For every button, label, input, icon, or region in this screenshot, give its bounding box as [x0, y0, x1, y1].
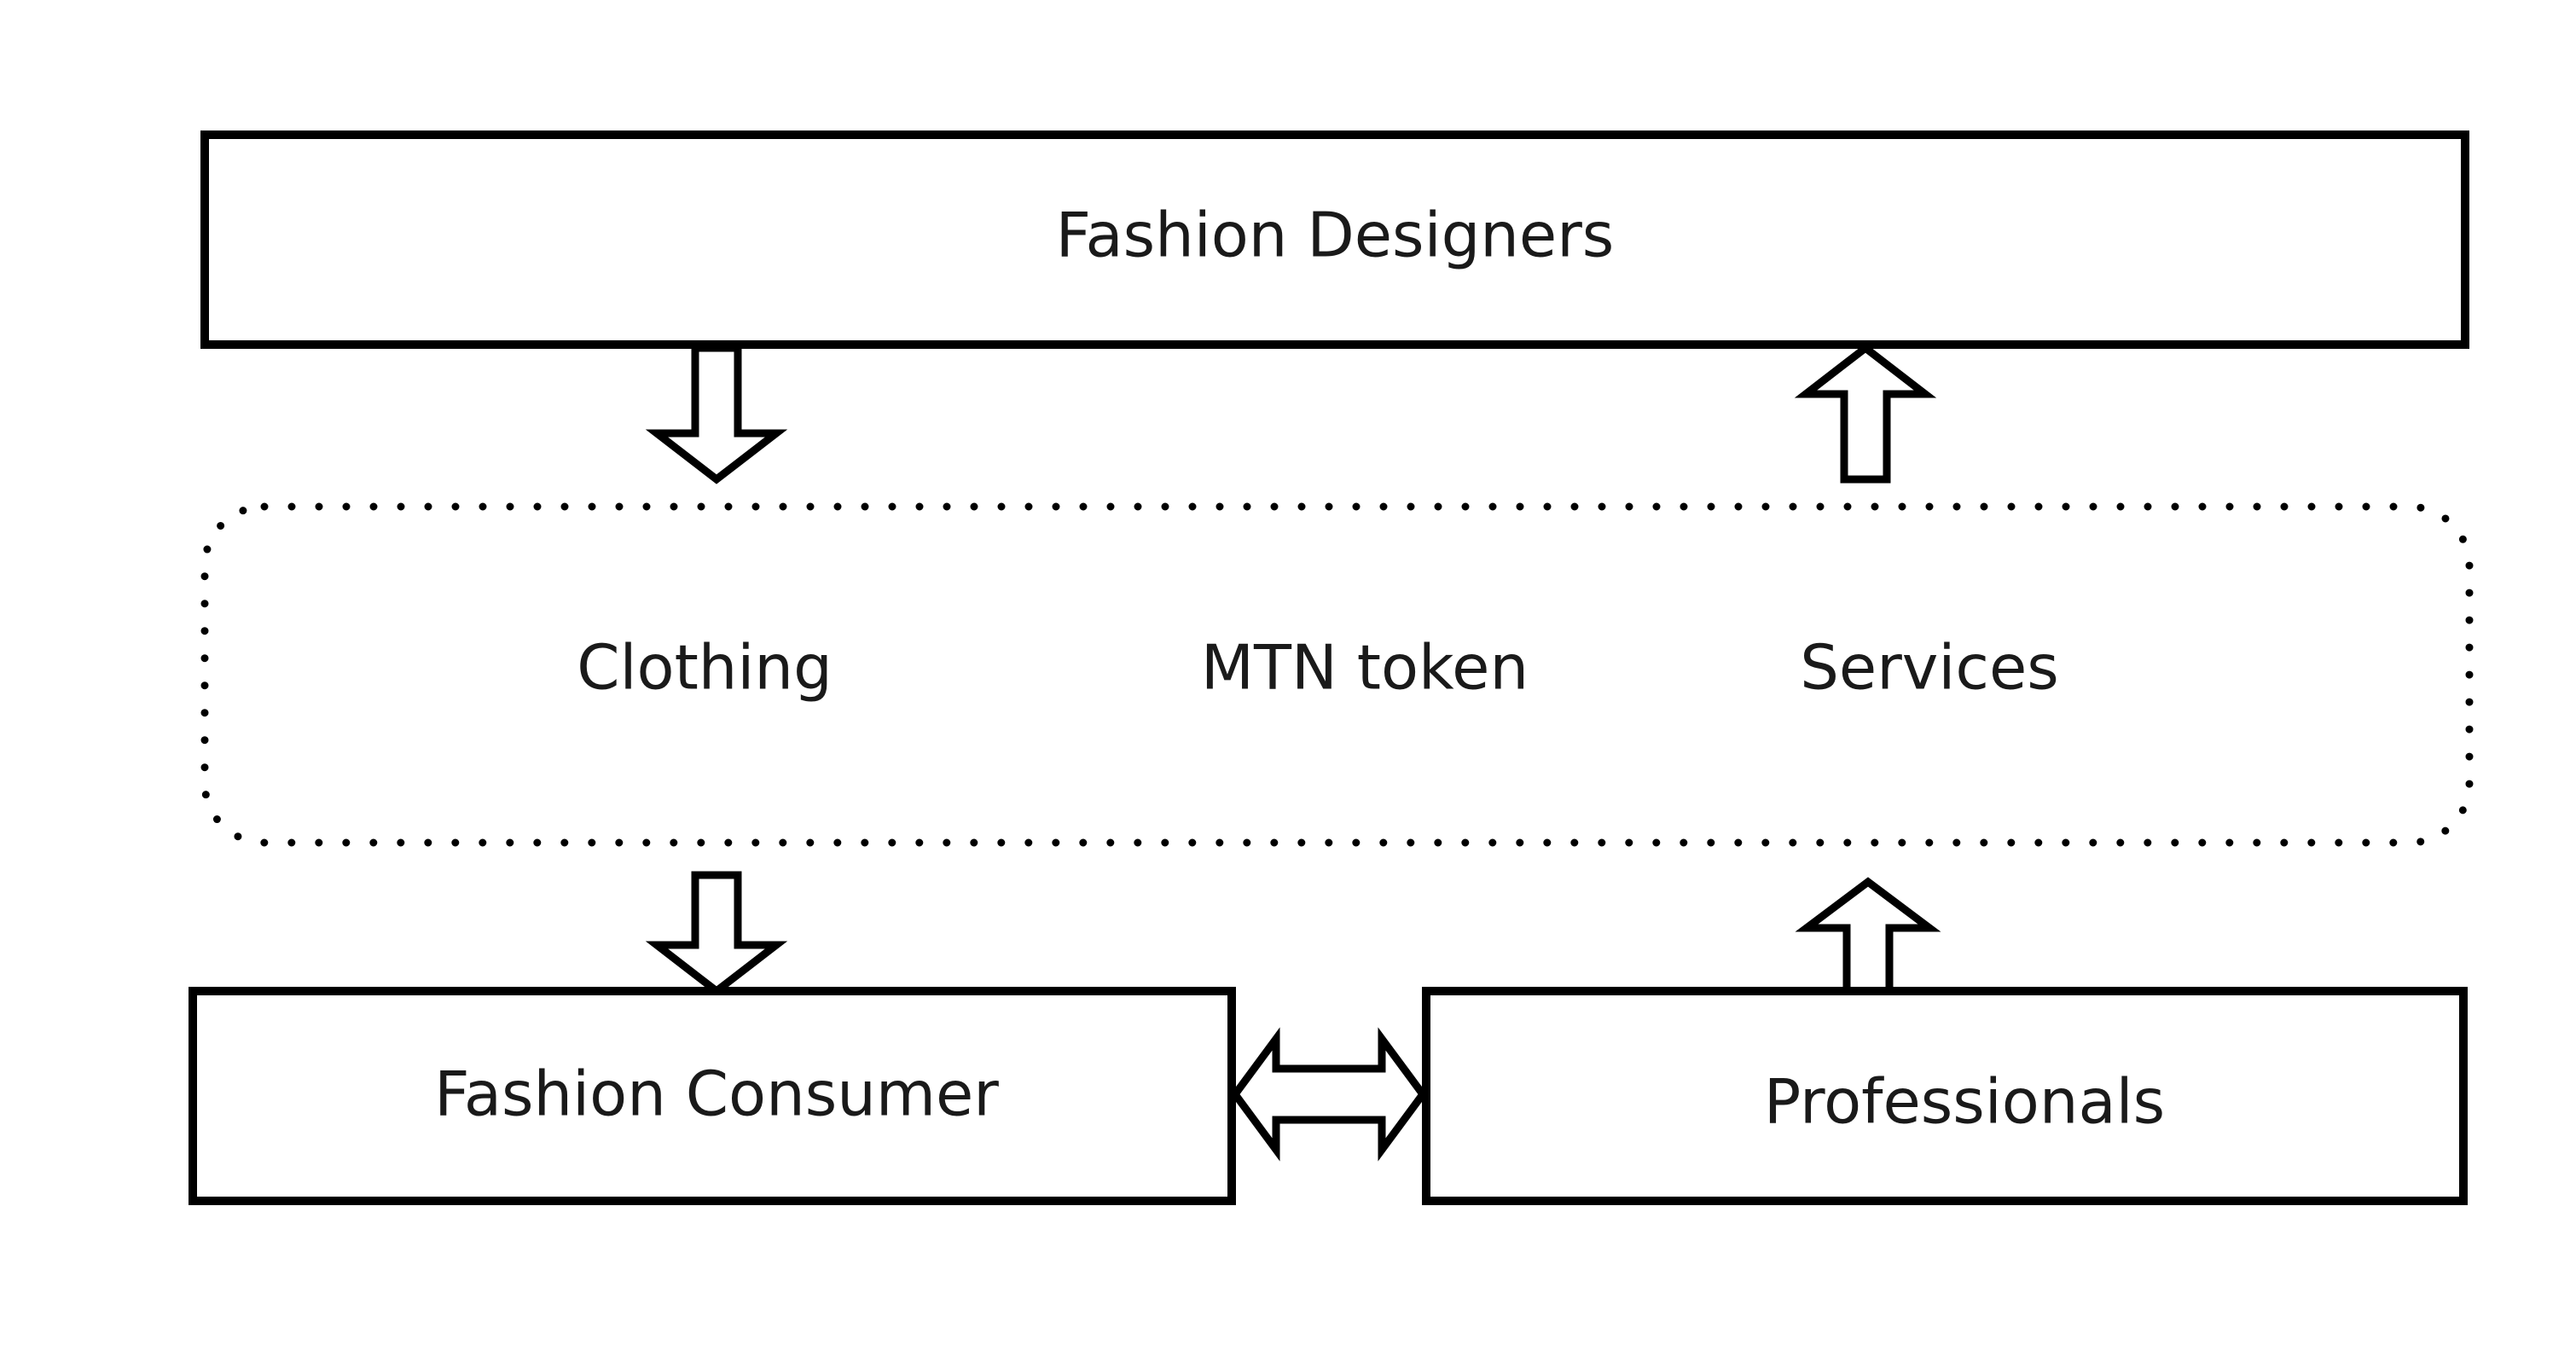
down-arrow-icon — [645, 344, 788, 484]
platform-region: Clothing MTN token Services — [200, 502, 2474, 847]
professionals-label: Professionals — [1764, 1066, 2165, 1138]
fashion-consumer-label: Fashion Consumer — [434, 1058, 999, 1130]
fashion-designers-node: Fashion Designers — [200, 130, 2469, 349]
professionals-box — [1422, 987, 2468, 1205]
fashion-consumer-node: Fashion Consumer — [189, 987, 1236, 1205]
fashion-consumer-box — [189, 987, 1236, 1205]
down-arrow-icon — [645, 871, 788, 996]
clothing-label: Clothing — [577, 632, 833, 704]
professionals-node: Professionals — [1422, 987, 2468, 1205]
up-arrow-icon — [1794, 343, 1937, 484]
mtn-token-label: MTN token — [1201, 632, 1529, 704]
fashion-designers-box — [200, 130, 2469, 349]
up-arrow-icon — [1795, 877, 1941, 995]
services-label: Services — [1800, 632, 2059, 704]
platform-dotted-border — [200, 502, 2474, 847]
double-arrow-icon — [1230, 1027, 1428, 1162]
fashion-designers-label: Fashion Designers — [1056, 200, 1615, 271]
